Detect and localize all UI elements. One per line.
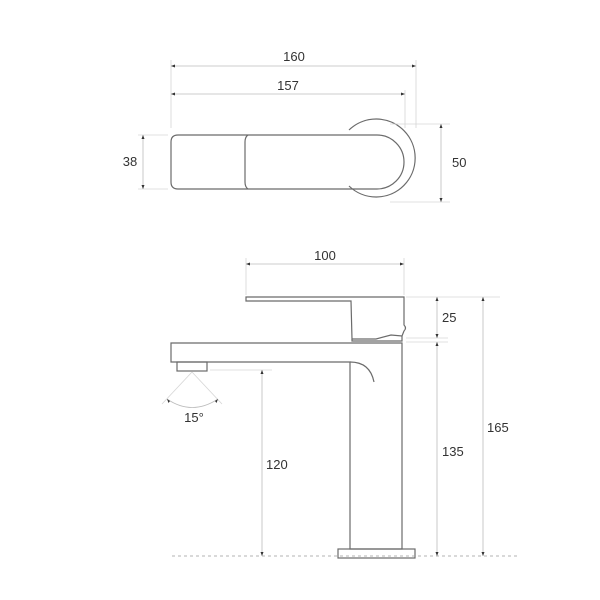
dim-label-spout-height: 120 bbox=[266, 457, 288, 472]
dim-label-overall-length: 160 bbox=[283, 49, 305, 64]
top-view: 160 157 38 50 bbox=[123, 49, 466, 203]
aerator-outline bbox=[176, 361, 208, 372]
dim-label-handle-height: 25 bbox=[442, 310, 456, 325]
base-circle-outline bbox=[348, 118, 416, 198]
dim-label-handle-length-top: 157 bbox=[277, 78, 299, 93]
dim-label-handle-width: 38 bbox=[123, 154, 137, 169]
dim-label-base-diameter: 50 bbox=[452, 155, 466, 170]
base-plate-outline bbox=[337, 548, 416, 559]
handle-outline bbox=[170, 134, 405, 190]
lever-handle-outline bbox=[245, 296, 407, 340]
dim-label-handle-length-side: 100 bbox=[314, 248, 336, 263]
spray-angle-arc bbox=[166, 398, 219, 408]
dim-label-body-height: 135 bbox=[442, 444, 464, 459]
side-view: 15° 100 120 25 135 165 bbox=[161, 248, 518, 559]
spout-outline bbox=[170, 342, 403, 550]
handle-divider bbox=[244, 134, 249, 190]
dim-label-overall-height: 165 bbox=[487, 420, 509, 435]
spout-curve bbox=[349, 361, 375, 383]
dim-label-spray-angle: 15° bbox=[184, 410, 204, 425]
collar-outline bbox=[351, 336, 403, 342]
